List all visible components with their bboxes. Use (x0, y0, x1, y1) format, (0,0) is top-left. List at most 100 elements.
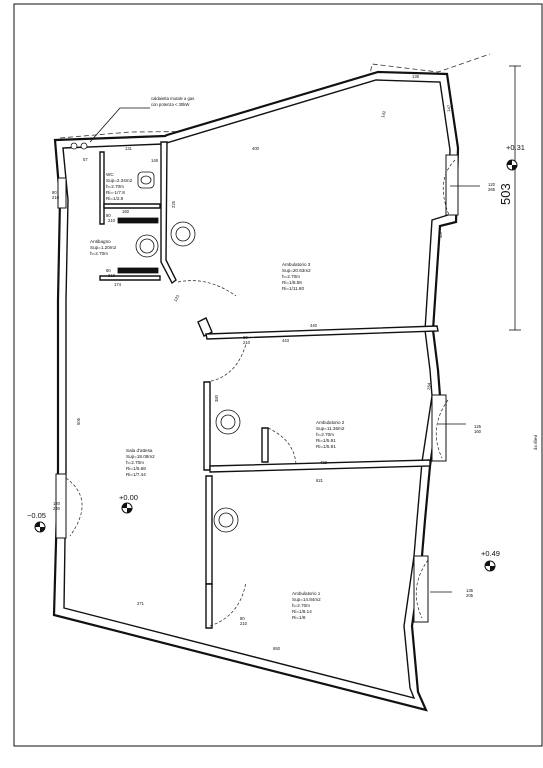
level-marker-right (484, 560, 496, 572)
dim-400: 400 (252, 146, 260, 151)
svg-text:Sup=18.08m2: Sup=18.08m2 (126, 454, 155, 459)
svg-text:Sup=2.34m2: Sup=2.34m2 (106, 178, 133, 183)
dim-123: 123 (173, 293, 181, 302)
svg-text:120: 120 (53, 501, 61, 506)
svg-text:120: 120 (488, 182, 496, 187)
svg-text:Ambulatorio 3: Ambulatorio 3 (282, 262, 311, 267)
dim-142: 142 (380, 110, 387, 119)
svg-text:Ri=1/8.14: Ri=1/8.14 (292, 609, 312, 614)
dim-264: 264 (426, 382, 432, 390)
overall-dimension: 503 (498, 183, 513, 205)
svg-text:Ri=1/8.58: Ri=1/8.58 (282, 280, 302, 285)
dim-380: 380 (214, 394, 219, 402)
svg-text:Ri=1/5.91: Ri=1/5.91 (316, 438, 336, 443)
svg-text:Ri=-1/7.8: Ri=-1/7.8 (106, 190, 125, 195)
antibagno-sink-bowl (139, 238, 155, 254)
side-note: da rilievi (533, 435, 538, 450)
level-entrance: +0.00 (119, 493, 138, 502)
dim-80-1: 80 (106, 213, 111, 218)
dim-131: 131 (125, 146, 133, 151)
svg-text:125: 125 (474, 424, 482, 429)
window-left (57, 177, 67, 209)
fixtures (70, 142, 241, 533)
exterior-walls (52, 70, 460, 712)
dim-621: 621 (316, 478, 324, 483)
dim-148: 148 (151, 158, 159, 163)
level-left: −0.05 (27, 511, 46, 520)
svg-text:240: 240 (53, 506, 61, 511)
svg-text:Sup=1.20m2: Sup=1.20m2 (90, 245, 117, 250)
svg-text:Ambulatorio 1: Ambulatorio 1 (292, 591, 321, 596)
svg-text:Sup=14.84m2: Sup=14.84m2 (292, 597, 321, 602)
svg-text:Ri=1/5.68: Ri=1/5.68 (126, 466, 146, 471)
boiler-note-line-1: caldaietta murale a gas (151, 96, 194, 101)
svg-text:135: 135 (466, 588, 474, 593)
svg-text:80: 80 (243, 335, 248, 340)
entrance-door-frame (55, 473, 67, 539)
dim-440: 440 (310, 323, 318, 328)
svg-text:Ri=1/2.8: Ri=1/2.8 (106, 196, 124, 201)
svg-text:160: 160 (474, 429, 482, 434)
svg-text:205: 205 (466, 593, 474, 598)
svg-text:Sup=20.63m2: Sup=20.63m2 (282, 268, 311, 273)
room-label-amb1: Ambulatorio 1 Sup=14.84m2 h=2.70m Ri=1/8… (292, 591, 321, 620)
overall-dimension-line (509, 65, 521, 331)
dim-225: 225 (171, 200, 176, 208)
svg-text:Ri=1/11.80: Ri=1/11.80 (282, 286, 304, 291)
radiator-2 (117, 267, 159, 274)
room-label-amb2: Ambulatorio 2 Sup=11.36m2 h=2.70m Ri=1/5… (316, 420, 345, 449)
amb2-sink-bowl (220, 414, 236, 430)
opening-dimensions: 120 265 125 160 120 240 210 210 80 210 2… (52, 182, 496, 626)
dim-650: 650 (273, 646, 281, 651)
dim-80-2: 80 (106, 268, 111, 273)
svg-text:Ri=1/8: Ri=1/8 (292, 615, 306, 620)
room-label-wc: WC Sup=2.34m2 h=2.70m Ri=-1/7.8 Ri=1/2.8 (106, 172, 133, 201)
wc-bowl (140, 175, 152, 185)
svg-text:Sala d'attesa: Sala d'attesa (126, 448, 153, 453)
boiler-2 (80, 142, 88, 150)
svg-text:210: 210 (52, 195, 60, 200)
boiler-leader (89, 107, 150, 143)
svg-text:210: 210 (108, 273, 116, 278)
level-marker-entrance (121, 502, 133, 514)
boiler-note-line-2: con potenza < 30kW (151, 102, 189, 107)
window-top-right (445, 154, 459, 216)
svg-text:h=2.70m: h=2.70m (316, 432, 334, 437)
dim-138: 138 (412, 74, 420, 79)
svg-text:Sup=11.36m2: Sup=11.36m2 (316, 426, 345, 431)
svg-text:h=2.70m: h=2.70m (292, 603, 310, 608)
radiator-1 (117, 217, 159, 224)
amb1-sink-bowl (218, 512, 234, 528)
svg-text:210: 210 (243, 340, 251, 345)
dim-57: 57 (83, 157, 88, 162)
window-mid-right (431, 394, 447, 462)
dim-80-4: 80 (240, 616, 245, 621)
svg-text:210: 210 (108, 218, 116, 223)
svg-text:h=2.70m: h=2.70m (106, 184, 124, 189)
svg-text:265: 265 (488, 187, 496, 192)
room-label-amb3: Ambulatorio 3 Sup=20.63m2 h=2.70m Ri=1/8… (282, 262, 311, 291)
interior-walls (99, 141, 439, 629)
svg-text:h=2.70m: h=2.70m (126, 460, 144, 465)
windows (55, 154, 459, 623)
room-label-antibagno: Antibagno Sup=1.20m2 h=2.70m (90, 239, 117, 256)
amb3-sink-bowl (175, 226, 191, 242)
dim-160: 160 (122, 209, 130, 214)
boiler-1 (70, 142, 78, 150)
dim-147: 147 (446, 104, 452, 112)
dim-443: 443 (282, 338, 290, 343)
dim-271: 271 (137, 601, 145, 606)
window-bottom-right (413, 555, 429, 623)
room-label-sala: Sala d'attesa Sup=18.08m2 h=2.70m Ri=1/5… (126, 448, 155, 477)
level-marker-left (34, 521, 46, 533)
dim-337: 337 (438, 230, 443, 238)
wall-dimensions: 138 142 147 400 337 440 443 264 422 621 … (52, 74, 452, 651)
dim-80-3: 80 (52, 190, 57, 195)
svg-text:Ri=1/7.44: Ri=1/7.44 (126, 472, 146, 477)
svg-text:h=2.70m: h=2.70m (282, 274, 300, 279)
svg-text:Ambulatorio 2: Ambulatorio 2 (316, 420, 345, 425)
svg-text:h=2.70m: h=2.70m (90, 251, 108, 256)
level-right: +0.49 (481, 549, 500, 558)
svg-text:WC: WC (106, 172, 114, 177)
